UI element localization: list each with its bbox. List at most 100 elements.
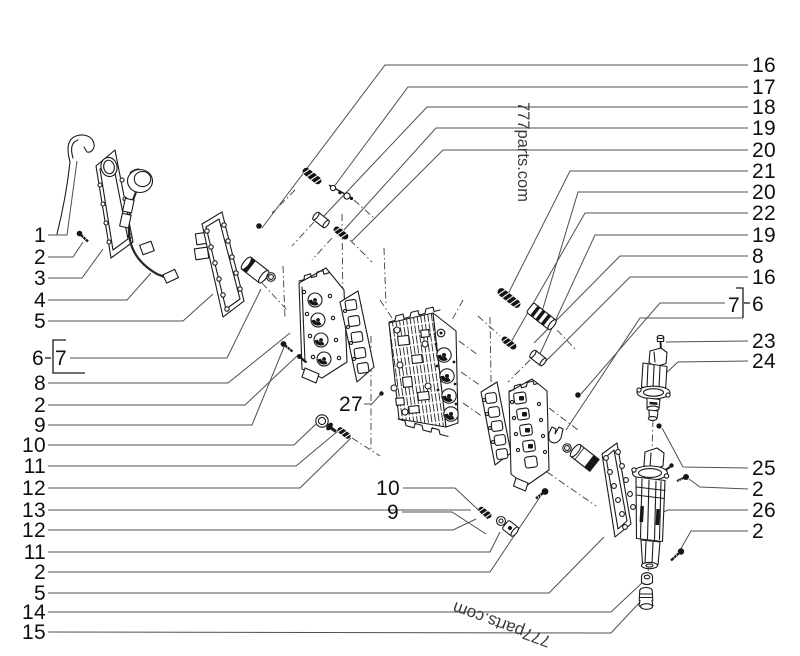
leader-line-left-8 [48, 332, 291, 384]
leader-line-right-2 [688, 478, 749, 490]
leader-line-center-27 [364, 394, 381, 405]
bracket-left [52, 339, 85, 374]
spring-coil [302, 167, 322, 185]
dowel-pin-27 [379, 391, 384, 396]
leader-line-left-9 [48, 346, 285, 426]
o-ring-small [266, 272, 276, 282]
leader-line-right-25 [661, 427, 749, 469]
callout-left-4: 4 [34, 289, 46, 312]
leader-line-right-26 [653, 509, 748, 517]
callout-left-6: 6 [32, 347, 44, 370]
callout-right-8: 8 [752, 245, 764, 268]
callout-left-11: 11 [24, 455, 46, 478]
callout-left-5b: 5 [34, 582, 46, 605]
callout-right-16b: 16 [752, 266, 776, 289]
leader-line-right-20 [351, 149, 748, 242]
bolt-small [76, 230, 89, 243]
callout-left-2: 2 [34, 246, 46, 269]
leader-line-right-16b [540, 276, 748, 367]
callout-left-13: 13 [22, 499, 46, 522]
leader-line-left-11b [48, 531, 501, 553]
callout-left-14: 14 [22, 601, 46, 624]
accumulator-piston [240, 256, 270, 284]
leader-line-left-15 [47, 601, 641, 634]
callout-right-7: 7 [728, 294, 740, 317]
solenoid-valve [636, 347, 671, 421]
callout-center-9: 9 [387, 501, 399, 524]
callout-left-8: 8 [34, 372, 46, 395]
callout-right-26: 26 [752, 499, 776, 522]
leader-line-right-19 [343, 127, 748, 231]
valve-body-lower [508, 378, 550, 492]
callout-left-2c: 2 [34, 561, 46, 584]
leader-line-right-22 [510, 212, 748, 343]
valve-sleeve-small [529, 349, 547, 367]
valve-spool [526, 302, 557, 331]
bolt-with-spring [315, 414, 337, 433]
check-ball [575, 392, 581, 398]
callout-right-25: 25 [752, 457, 776, 480]
callout-right-16: 16 [752, 54, 776, 77]
callout-left-12: 12 [22, 477, 46, 500]
leader-line-right-21 [506, 170, 748, 297]
leader-line-right-20b [540, 191, 748, 316]
callout-center-10: 10 [376, 477, 400, 500]
callout-right-18: 18 [752, 96, 776, 119]
callout-left-11b: 11 [24, 541, 46, 564]
bracket-right [736, 287, 744, 318]
leader-line-left-12 [48, 437, 352, 489]
leader-line-right-6 [565, 317, 743, 431]
callout-left-9: 9 [34, 414, 46, 437]
leader-line-left-14 [48, 581, 644, 613]
leader-line-left-2 [48, 241, 84, 258]
callout-right-19: 19 [752, 117, 776, 140]
callout-center-27: 27 [339, 393, 363, 416]
pilot-valve-pin [328, 184, 354, 201]
callout-left-12b: 12 [22, 519, 46, 542]
callout-left-7: 7 [55, 347, 67, 370]
callout-right-22: 22 [752, 202, 776, 225]
leader-line-left-2b [48, 354, 299, 406]
valve-body-upper [298, 267, 348, 384]
leader-line-right-7 [580, 302, 725, 395]
gasket-long [201, 211, 245, 318]
leader-line-left-11 [48, 430, 339, 467]
leader-line-right-16 [261, 64, 748, 229]
callout-right-2b: 2 [752, 520, 764, 543]
valve-sleeve-small [312, 211, 330, 229]
callout-right-21: 21 [752, 160, 776, 183]
hook-clip [56, 134, 95, 235]
bolt-small [535, 488, 549, 500]
leader-line-left-4 [48, 272, 152, 301]
leader-line-right-24 [664, 360, 749, 375]
spring-coil [333, 226, 349, 240]
leader-line-left-5b [48, 536, 605, 594]
bolt-small [664, 463, 674, 471]
callout-right-24: 24 [752, 350, 776, 373]
callout-left-2b: 2 [34, 394, 46, 417]
leader-line-left-10 [48, 423, 317, 446]
leader-line-right-19b [538, 234, 748, 357]
leader-line-right-23 [665, 340, 749, 343]
main-valve-body [388, 306, 459, 437]
callout-left-3: 3 [34, 267, 46, 290]
dowel-pin-25 [656, 423, 662, 429]
callout-right-23: 23 [752, 330, 776, 353]
fork-clamp [548, 426, 564, 444]
leader-line-left-3 [48, 248, 104, 279]
callout-left-5: 5 [34, 310, 46, 333]
spring-coil [478, 506, 492, 519]
callout-left-1: 1 [34, 224, 46, 247]
gasket-filter [601, 442, 636, 538]
callout-left-15: 15 [22, 621, 46, 644]
watermark-top: 777parts.com [514, 102, 532, 202]
leader-line-center-10 [403, 487, 489, 520]
callout-right-20b: 20 [752, 181, 776, 204]
spring-coil [337, 427, 351, 439]
leader-line-left-5 [48, 293, 214, 322]
separator-gasket-lower [480, 381, 512, 466]
spring-coil [501, 336, 517, 350]
